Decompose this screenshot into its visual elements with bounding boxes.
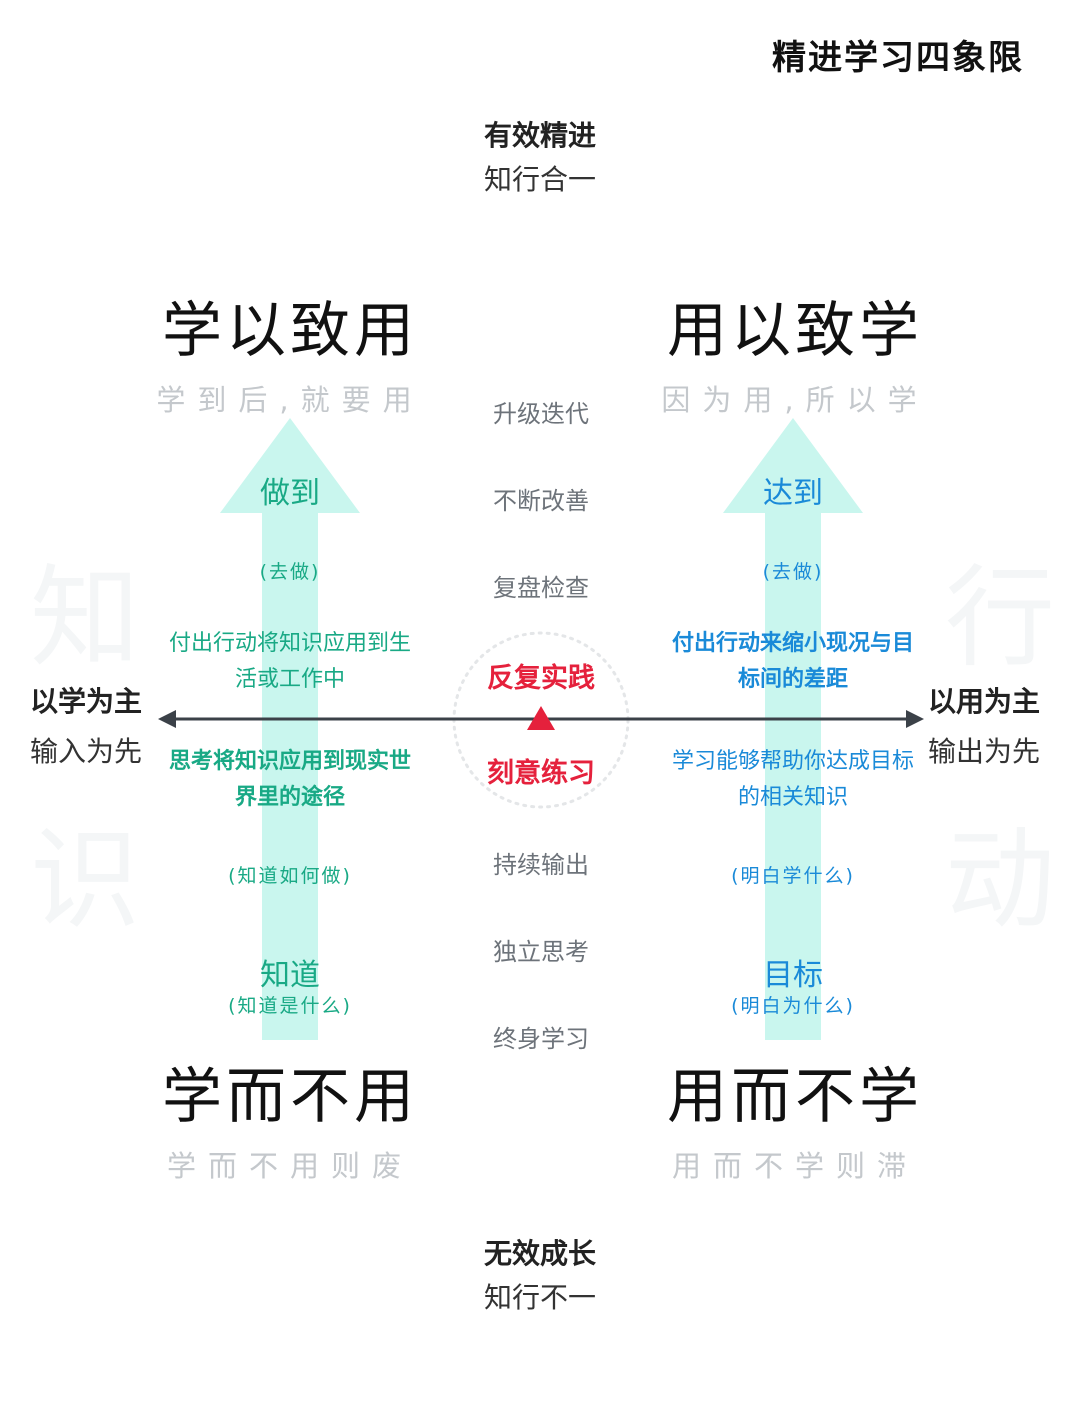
top-pole-subtitle: 知行合一 (483, 163, 596, 196)
ladder-step-8: 终身学习 (493, 1025, 589, 1053)
page-title: 精进学习四象限 (772, 38, 1024, 78)
ladder-step-5-highlight: 刻意练习 (487, 758, 595, 789)
ghost-char-zhi: 知 (30, 554, 140, 682)
ladder-step-6: 持续输出 (493, 851, 589, 879)
left-arrow-desc-bottom: 思考将知识应用到现实世界里的途径 (168, 749, 411, 810)
quadrant-bottom-left-title: 学而不用 (162, 1062, 418, 1132)
bottom-pole: 无效成长 知行不一 (390, 1232, 690, 1316)
left-arrow-desc-top: 付出行动将知识应用到生活或工作中 (168, 631, 411, 692)
right-side: 以用为主 输出为先 (928, 680, 1040, 770)
quadrant-bottom-left-subtitle: 学而不用则废 (166, 1149, 413, 1183)
right-arrow-bottom-note: (明白为什么) (731, 995, 855, 1017)
ghost-char-xing: 行 (945, 554, 1055, 682)
quadrant-bottom-right-subtitle: 用而不学则滞 (671, 1149, 918, 1183)
quadrant-bottom-right-title: 用而不学 (667, 1062, 923, 1132)
right-side-subtitle: 输出为先 (928, 735, 1041, 768)
left-up-arrow (220, 418, 360, 1040)
quadrant-bottom-right: 用而不学 用而不学则滞 (635, 1048, 955, 1185)
right-arrow-mid-note: (明白学什么) (731, 865, 855, 887)
quadrant-top-right-subtitle: 因为用,所以学 (661, 383, 929, 417)
quadrant-top-left: 学以致用 学到后,就要用 (130, 282, 450, 419)
right-arrow-top-note: (去做) (762, 561, 824, 583)
quadrant-top-right-title: 用以致学 (667, 296, 923, 366)
right-arrow-top-label: 达到 (763, 476, 823, 511)
ladder-step-1: 升级迭代 (493, 400, 589, 428)
quadrant-top-left-title: 学以致用 (162, 296, 418, 366)
left-arrow-bottom-label: 知道 (260, 958, 320, 993)
right-up-arrow (723, 418, 863, 1040)
ghost-char-dong: 动 (945, 816, 1055, 944)
bottom-pole-subtitle: 知行不一 (483, 1281, 596, 1314)
quadrant-top-right: 用以致学 因为用,所以学 (635, 282, 955, 419)
left-arrow-top-label: 做到 (260, 476, 320, 511)
right-arrow-desc-bottom: 学习能够帮助你达成目标的相关知识 (671, 749, 914, 810)
ladder-step-3: 复盘检查 (493, 574, 589, 602)
right-arrow-bottom-label: 目标 (763, 958, 823, 993)
ghost-char-shi: 识 (30, 816, 140, 944)
right-arrow-desc-top: 付出行动来缩小现况与目标间的差距 (671, 631, 914, 692)
left-arrow-mid-note: (知道如何做) (228, 865, 352, 887)
top-pole: 有效精进 知行合一 (390, 114, 690, 198)
left-side: 以学为主 输入为先 (30, 680, 142, 770)
left-arrow-top-note: (去做) (259, 561, 321, 583)
quadrant-bottom-left: 学而不用 学而不用则废 (130, 1048, 450, 1185)
bottom-pole-title: 无效成长 (483, 1237, 596, 1270)
left-side-title: 以学为主 (30, 685, 143, 718)
ladder-step-7: 独立思考 (493, 938, 589, 966)
axis-left-arrowhead (158, 710, 176, 728)
ladder-step-2: 不断改善 (493, 487, 589, 515)
right-side-title: 以用为主 (928, 685, 1041, 718)
top-pole-title: 有效精进 (483, 119, 596, 152)
left-arrow-bottom-note: (知道是什么) (228, 995, 352, 1017)
left-side-subtitle: 输入为先 (30, 735, 143, 768)
quadrant-top-left-subtitle: 学到后,就要用 (156, 383, 424, 417)
center-triangle (527, 706, 555, 730)
ladder-step-4-highlight: 反复实践 (487, 663, 595, 694)
axis-right-arrowhead (906, 710, 924, 728)
